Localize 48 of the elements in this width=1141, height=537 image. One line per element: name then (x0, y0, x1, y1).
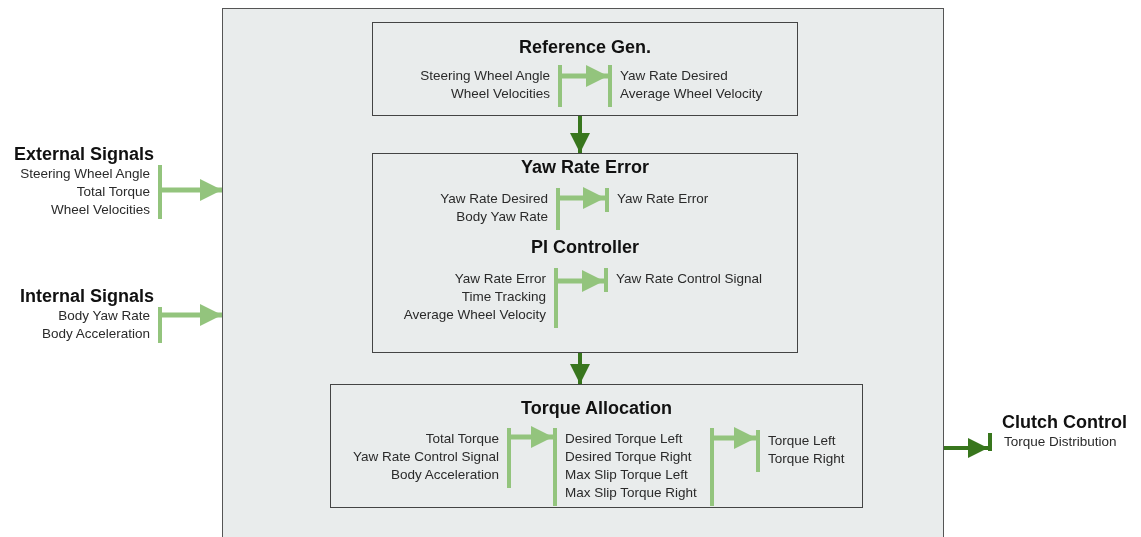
function-block (372, 153, 798, 353)
function-block (372, 22, 798, 116)
signal-label: Wheel Velocities (49, 201, 150, 219)
signal-label: Yaw Rate Desired (439, 190, 548, 208)
group-title: Clutch Control (1001, 411, 1127, 433)
arrow (944, 438, 988, 458)
signal-label: Average Wheel Velocity (402, 306, 546, 324)
signal-label: Time Tracking (460, 288, 546, 306)
block-title: Yaw Rate Error (519, 156, 651, 178)
signal-label: Yaw Rate Control Signal (616, 270, 764, 288)
signal-label: Wheel Velocities (449, 85, 550, 103)
signal-label: Total Torque (424, 430, 499, 448)
signal-label: Yaw Rate Control Signal (351, 448, 499, 466)
group-title: External Signals (13, 143, 155, 165)
signal-label: Body Acceleration (41, 325, 150, 343)
signal-label: Desired Torque Right (565, 448, 693, 466)
arrow (562, 65, 608, 87)
arrow (560, 187, 605, 209)
signal-label: Torque Distribution (1004, 433, 1117, 451)
signal-label: Average Wheel Velocity (620, 85, 764, 103)
group-title: Internal Signals (19, 285, 155, 307)
arrow (558, 270, 604, 292)
function-block (330, 384, 863, 508)
signal-bar-list (553, 428, 714, 506)
signal-label: Max Slip Torque Right (565, 484, 698, 502)
block-title: Reference Gen. (517, 36, 653, 58)
block-title: PI Controller (530, 236, 640, 258)
signal-label: Max Slip Torque Left (565, 466, 689, 484)
block-title: Torque Allocation (520, 397, 673, 419)
signal-label: Yaw Rate Error (453, 270, 546, 288)
signal-label: Torque Right (768, 450, 846, 468)
arrow (511, 426, 553, 448)
signal-label: Total Torque (75, 183, 150, 201)
signal-label: Yaw Rate Error (617, 190, 710, 208)
arrow (162, 179, 222, 201)
signal-label: Body Yaw Rate (455, 208, 548, 226)
arrow (570, 116, 590, 153)
signal-label: Yaw Rate Desired (620, 67, 729, 85)
signal-label: Body Acceleration (389, 466, 499, 484)
signal-label: Torque Left (768, 432, 837, 450)
signal-label: Body Yaw Rate (57, 307, 150, 325)
arrow (162, 304, 222, 326)
arrow (714, 427, 756, 449)
arrow (570, 353, 590, 384)
signal-label: Steering Wheel Angle (419, 67, 550, 85)
signal-label: Desired Torque Left (565, 430, 684, 448)
system-frame (222, 8, 944, 537)
signal-label: Steering Wheel Angle (20, 165, 150, 183)
